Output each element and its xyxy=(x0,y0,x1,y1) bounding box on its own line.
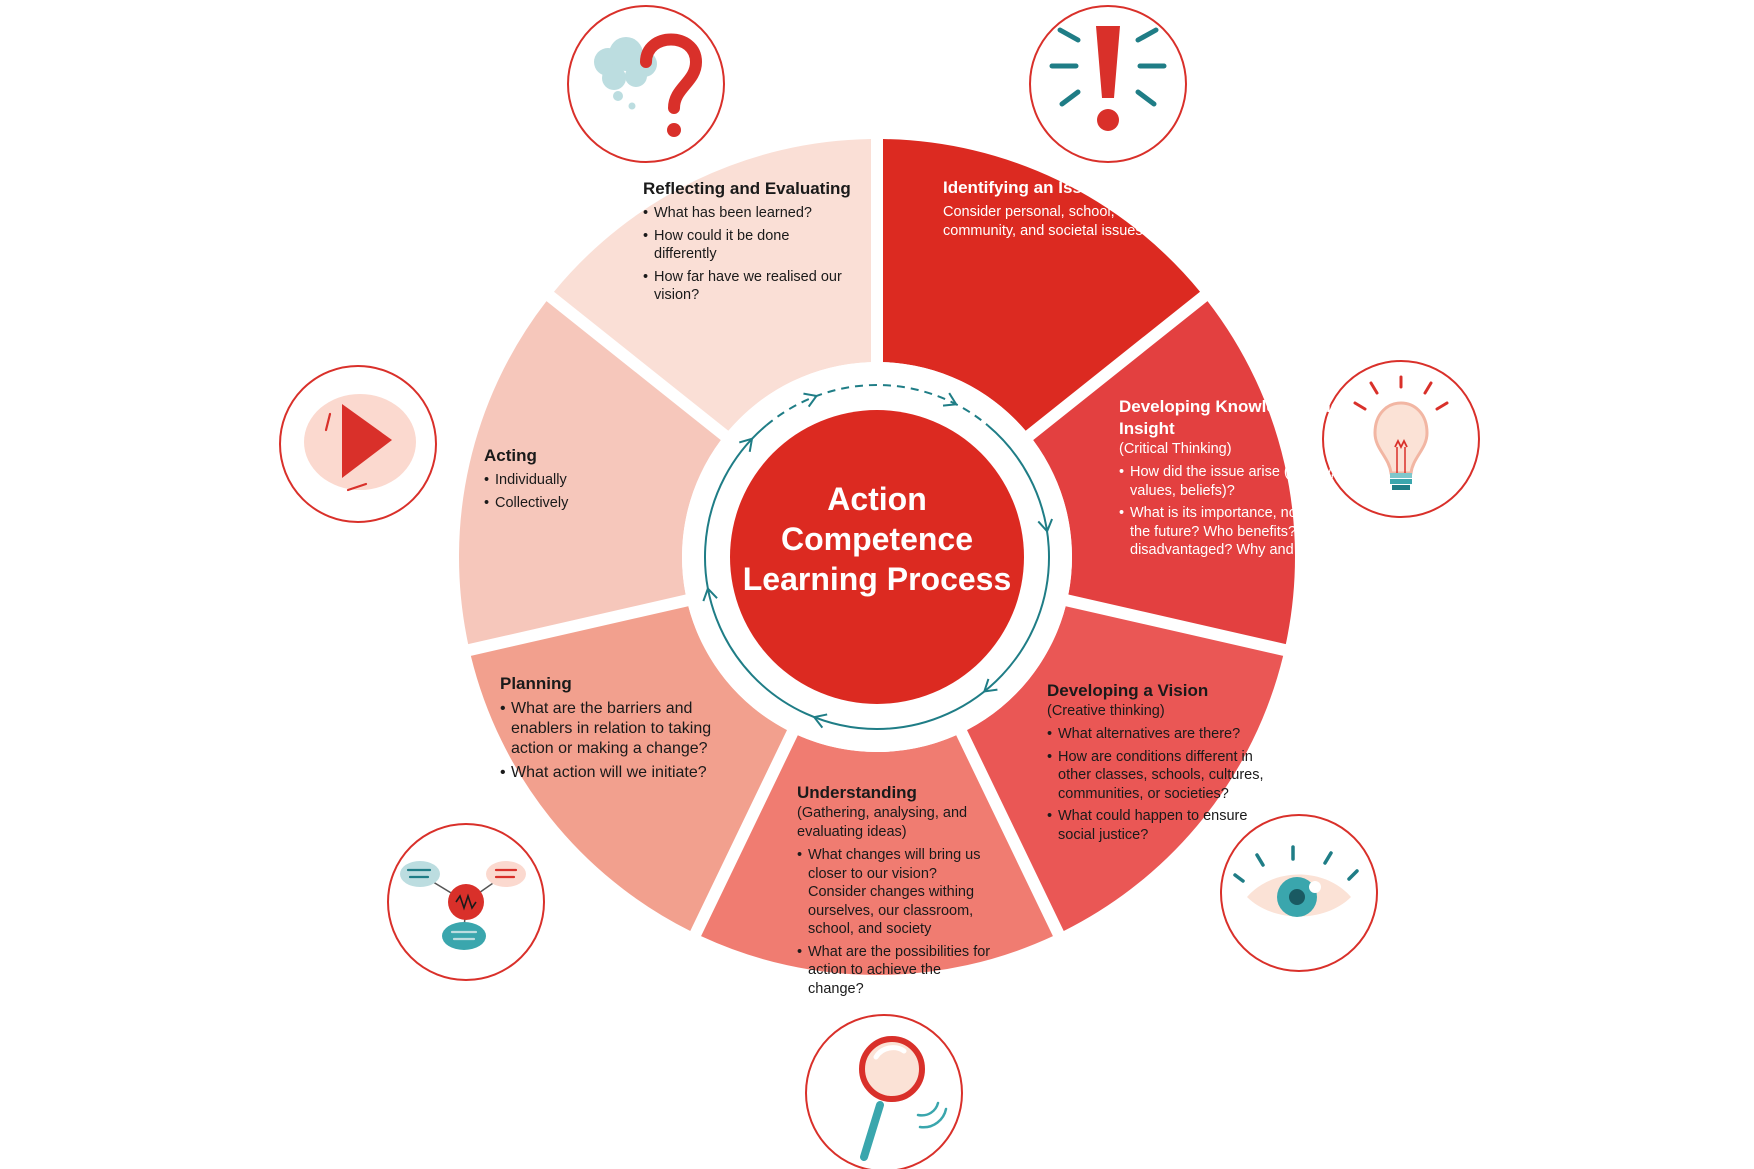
planning-bullet: What are the barriers and enablers in re… xyxy=(500,699,740,759)
reflecting-bullets: What has been learned? How could it be d… xyxy=(643,204,853,305)
knowledge-bullet: What is its importance, now and in the f… xyxy=(1119,504,1355,560)
cycle-arrow-icon xyxy=(702,586,718,602)
reflecting-bullet: How could it be done differently xyxy=(643,227,853,264)
reflecting-bullet: What has been learned? xyxy=(643,204,853,223)
center-title: Action Competence Learning Process xyxy=(742,481,1012,597)
question-mark-icon xyxy=(594,33,703,137)
planning-title: Planning xyxy=(500,674,572,693)
understanding-bullet: What are the possibilities for action to… xyxy=(797,943,997,999)
identifying-title: Identifying an Issue xyxy=(943,178,1102,197)
lightbulb-icon xyxy=(1353,375,1449,490)
understanding-text: Understanding (Gathering, analysing, and… xyxy=(797,782,997,1002)
acting-icon-badge xyxy=(279,365,437,523)
identifying-icon-badge xyxy=(1029,5,1187,163)
reflecting-text: Reflecting and Evaluating What has been … xyxy=(643,178,853,309)
play-icon xyxy=(304,394,416,492)
vision-bullets: What alternatives are there? How are con… xyxy=(1047,725,1281,844)
reflecting-icon-badge xyxy=(567,5,725,163)
knowledge-text: Developing Knowledge and Insight (Critic… xyxy=(1119,396,1355,564)
magnifying-glass-icon xyxy=(859,1036,948,1161)
knowledge-subtitle: (Critical Thinking) xyxy=(1119,441,1232,457)
knowledge-title: Developing Knowledge and Insight xyxy=(1119,397,1341,438)
understanding-icon-badge xyxy=(805,1014,963,1169)
knowledge-bullet: How did the issue arise (history, values… xyxy=(1119,463,1355,500)
cycle-ring xyxy=(702,384,1053,730)
vision-bullet: How are conditions different in other cl… xyxy=(1047,748,1281,804)
acting-bullet: Individually xyxy=(484,471,634,490)
vision-text: Developing a Vision (Creative thinking) … xyxy=(1047,680,1281,848)
knowledge-icon-badge xyxy=(1322,360,1480,518)
planning-icon-badge xyxy=(387,823,545,981)
understanding-bullets: What changes will bring us closer to our… xyxy=(797,846,997,998)
cycle-ring-solid xyxy=(704,424,1050,730)
vision-icon-badge xyxy=(1220,814,1378,972)
cycle-arrow-icon xyxy=(739,437,754,452)
exclamation-icon xyxy=(1049,26,1167,131)
network-icon xyxy=(400,861,526,950)
reflecting-title: Reflecting and Evaluating xyxy=(643,179,851,198)
vision-bullet: What could happen to ensure social justi… xyxy=(1047,807,1281,844)
identifying-body: Consider personal, school, community, an… xyxy=(943,204,1147,239)
vision-subtitle: (Creative thinking) xyxy=(1047,703,1165,719)
center-circle xyxy=(730,410,1024,704)
vision-bullet: What alternatives are there? xyxy=(1047,725,1281,744)
planning-bullets: What are the barriers and enablers in re… xyxy=(500,699,740,783)
vision-title: Developing a Vision xyxy=(1047,681,1209,700)
acting-text: Acting Individually Collectively xyxy=(484,445,634,516)
acting-bullet: Collectively xyxy=(484,494,634,513)
cycle-arrow-icon xyxy=(942,392,958,407)
planning-text: Planning What are the barriers and enabl… xyxy=(500,673,740,787)
cycle-arrow-icon xyxy=(812,713,828,729)
planning-bullet: What action will we initiate? xyxy=(500,763,740,783)
acting-title: Acting xyxy=(484,446,537,465)
cycle-arrow-icon xyxy=(982,678,998,693)
identifying-text: Identifying an Issue Consider personal, … xyxy=(943,177,1155,241)
understanding-subtitle: (Gathering, analysing, and evaluating id… xyxy=(797,805,968,840)
understanding-bullet: What changes will bring us closer to our… xyxy=(797,846,997,939)
segment-identifying xyxy=(882,139,1201,431)
acting-bullets: Individually Collectively xyxy=(484,471,634,512)
reflecting-bullet: How far have we realised our vision? xyxy=(643,268,853,305)
understanding-title: Understanding xyxy=(797,783,917,802)
cycle-arrow-icon xyxy=(803,392,819,408)
cycle-ring-dashed xyxy=(765,384,989,427)
knowledge-bullets: How did the issue arise (history, values… xyxy=(1119,463,1355,560)
cycle-arrow-icon xyxy=(1037,518,1053,534)
eye-icon xyxy=(1233,845,1359,917)
